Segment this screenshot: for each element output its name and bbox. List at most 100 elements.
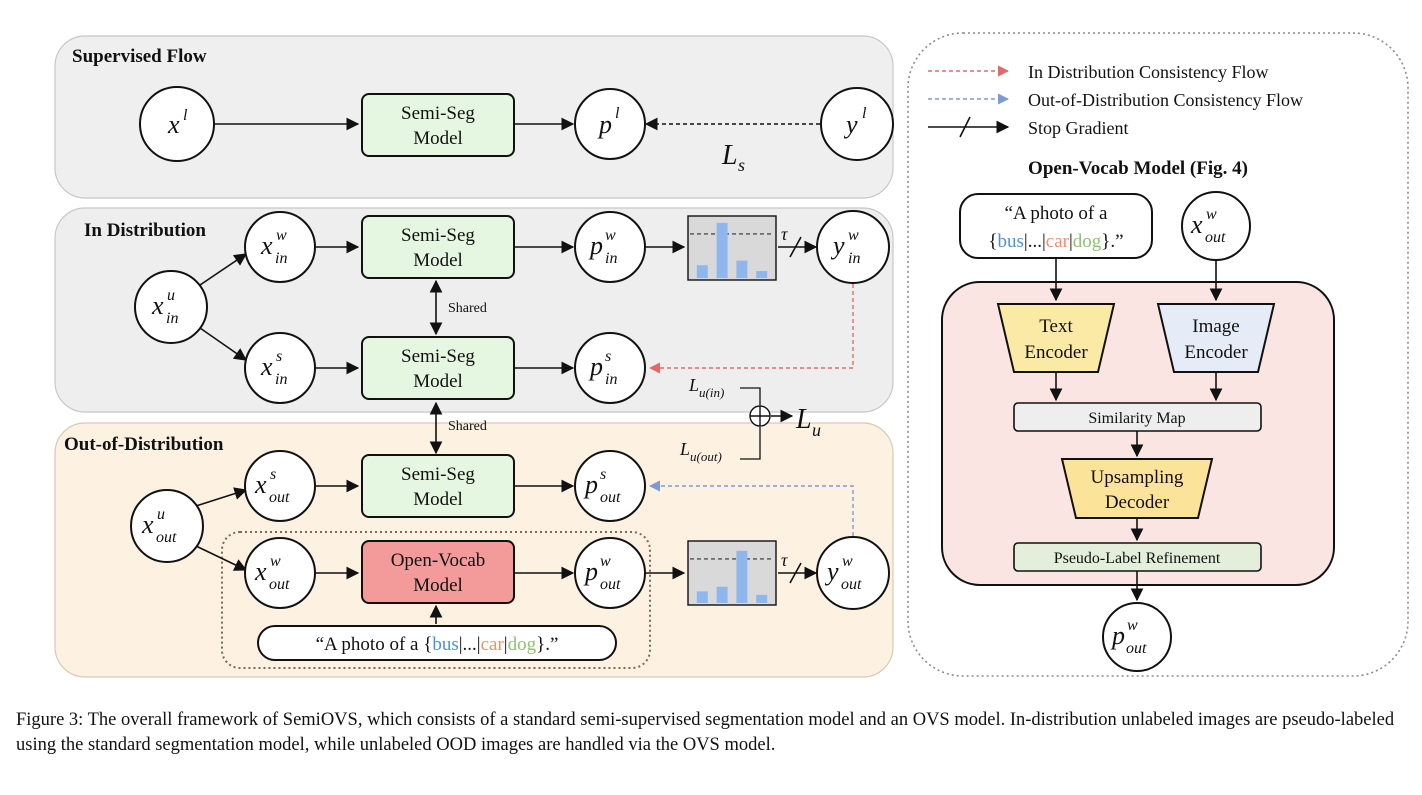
svg-text:L: L	[688, 375, 699, 395]
svg-text:“A photo of a: “A photo of a	[1005, 203, 1108, 224]
svg-text:u(out): u(out)	[690, 449, 722, 464]
svg-text:p: p	[588, 231, 603, 260]
svg-text:u: u	[812, 420, 821, 440]
histogram-bar	[756, 271, 768, 278]
svg-text:Model: Model	[413, 489, 463, 510]
tau-ood: τ	[781, 550, 788, 570]
svg-text:x: x	[254, 470, 267, 499]
histogram-ood	[687, 540, 777, 606]
node-p-out-s: p s out	[574, 450, 646, 522]
svg-text:Encoder: Encoder	[1184, 342, 1248, 363]
svg-text:Text: Text	[1039, 316, 1073, 337]
histogram-bar	[696, 591, 708, 603]
legend-in-flow: In Distribution Consistency Flow	[1028, 62, 1269, 82]
histogram-bar	[716, 222, 728, 278]
svg-text:Similarity Map: Similarity Map	[1088, 410, 1185, 427]
ovs-detail-panel	[907, 32, 1409, 677]
svg-text:p: p	[597, 110, 612, 139]
svg-text:Semi-Seg: Semi-Seg	[401, 464, 475, 485]
svg-text:l: l	[862, 105, 867, 122]
open-vocab-model: Open-Vocab Model	[361, 540, 515, 604]
svg-text:u: u	[167, 287, 175, 304]
svg-text:w: w	[270, 553, 281, 570]
svg-text:out: out	[600, 576, 621, 593]
svg-text:“A photo of a {bus|...|car|dog: “A photo of a {bus|...|car|dog}.”	[316, 634, 559, 655]
svg-text:out: out	[600, 489, 621, 506]
shared-label-1: Shared	[448, 301, 487, 316]
in-distribution-consistency-arrow	[648, 284, 854, 374]
svg-text:Semi-Seg: Semi-Seg	[401, 346, 475, 367]
histogram-bar	[716, 586, 728, 603]
svg-text:in: in	[275, 371, 287, 388]
svg-text:p: p	[583, 470, 598, 499]
svg-text:y: y	[824, 557, 839, 586]
svg-text:s: s	[270, 466, 276, 483]
node-x-out-s: x s out	[244, 450, 316, 522]
svg-text:x: x	[167, 110, 180, 139]
svg-text:Encoder: Encoder	[1024, 342, 1088, 363]
svg-text:Pseudo-Label Refinement: Pseudo-Label Refinement	[1054, 550, 1221, 567]
histogram-bar	[756, 594, 768, 603]
loss-l-u: L u	[795, 404, 821, 440]
node-x-out-w: x w out	[244, 537, 316, 609]
svg-text:w: w	[848, 227, 859, 244]
node-x-in-u: x u in	[134, 270, 208, 344]
histogram-bar	[736, 260, 748, 278]
svg-text:s: s	[600, 466, 606, 483]
ovs-panel-title: Open-Vocab Model (Fig. 4)	[1028, 158, 1248, 179]
semi-seg-model-in-weak: Semi-Seg Model	[361, 215, 515, 279]
svg-text:out: out	[841, 576, 862, 593]
svg-text:x: x	[254, 557, 267, 586]
node-y-in-w: y w in	[816, 210, 890, 284]
svg-text:l: l	[615, 105, 620, 122]
loss-l-u-out: L u(out)	[679, 439, 722, 464]
svg-text:out: out	[1126, 640, 1147, 657]
svg-text:L: L	[679, 439, 690, 459]
svg-text:w: w	[605, 227, 616, 244]
svg-text:Decoder: Decoder	[1105, 492, 1170, 513]
svg-text:x: x	[260, 231, 273, 260]
node-p-in-s: p s in	[574, 332, 646, 404]
sum-operator	[749, 405, 771, 427]
histogram-bar	[736, 550, 748, 603]
svg-text:in: in	[605, 250, 617, 267]
svg-text:{bus|...|car|dog}.”: {bus|...|car|dog}.”	[988, 231, 1123, 252]
svg-text:Model: Model	[413, 371, 463, 392]
svg-text:in: in	[605, 371, 617, 388]
svg-text:s: s	[605, 348, 611, 365]
text-prompt-bottom: “A photo of a {bus|...|car|dog}.”	[257, 625, 617, 661]
svg-text:w: w	[1127, 617, 1138, 634]
svg-text:w: w	[600, 553, 611, 570]
upsampling-decoder: Upsampling Decoder	[1060, 458, 1214, 519]
svg-text:x: x	[260, 352, 273, 381]
svg-text:Open-Vocab: Open-Vocab	[391, 550, 486, 571]
legend-ood-flow: Out-of-Distribution Consistency Flow	[1028, 90, 1303, 110]
ood-consistency-arrow	[648, 480, 854, 536]
svg-text:p: p	[583, 557, 598, 586]
svg-text:L: L	[721, 140, 738, 171]
text-encoder: Text Encoder	[996, 303, 1116, 373]
node-x-in-w: x w in	[244, 211, 316, 283]
node-x-in-s: x s in	[244, 332, 316, 404]
ood-weak-branch-group	[221, 531, 651, 669]
svg-text:w: w	[1206, 206, 1217, 223]
svg-text:w: w	[842, 553, 853, 570]
svg-text:x: x	[1190, 210, 1203, 239]
text-prompt-right: “A photo of a {bus|...|car|dog}.”	[959, 193, 1153, 259]
svg-text:in: in	[166, 310, 178, 327]
svg-text:p: p	[588, 352, 603, 381]
svg-text:in: in	[848, 250, 860, 267]
svg-text:w: w	[276, 227, 287, 244]
tau-in: τ	[781, 224, 788, 244]
svg-text:out: out	[1205, 229, 1226, 246]
node-y-out-w: y w out	[816, 536, 890, 610]
similarity-map: Similarity Map	[1013, 402, 1262, 432]
node-p-out-w-right: p w out	[1102, 602, 1172, 672]
in-distribution-section-title: In Distribution	[84, 220, 206, 241]
framework-diagram: Supervised Flow In Distribution Out-of-D…	[54, 32, 1409, 678]
histogram-in-distribution	[687, 215, 777, 281]
svg-text:Model: Model	[413, 575, 463, 596]
svg-text:u: u	[157, 506, 165, 523]
loss-l-u-in: L u(in)	[688, 375, 724, 400]
figure-caption: Figure 3: The overall framework of SemiO…	[16, 710, 1395, 755]
